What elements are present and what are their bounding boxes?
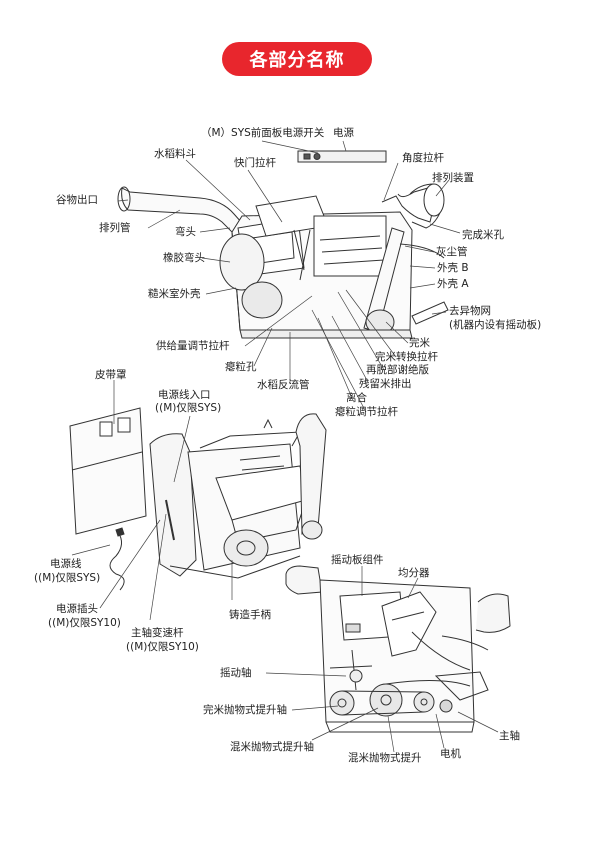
label-power-cord-note: ((M)仅限SYS)	[34, 572, 101, 584]
label-shaker-assembly: 摇动板组件	[331, 554, 384, 566]
label-foreign-net: 去异物网	[449, 305, 491, 317]
label-power-inlet-note: ((M)仅限SYS)	[155, 402, 222, 414]
label-finished-lift-shaft: 完米抛物式提升轴	[203, 704, 287, 716]
label-power-inlet: 电源线入口	[158, 389, 211, 401]
label-main-shaft: 主轴	[499, 730, 520, 742]
label-power-cord: 电源线	[50, 558, 82, 570]
label-elbow: 弯头	[175, 226, 196, 238]
label-shutter: 快门拉杆	[234, 157, 276, 169]
label-dust-pipe: 灰尘管	[436, 246, 468, 258]
label-feed-lever: 供给量调节拉杆	[156, 340, 230, 352]
label-shell-a: 外壳 A	[437, 278, 469, 290]
label-belt-cover: 皮带罩	[95, 369, 127, 381]
label-foreign-net-note: (机器内设有摇动板)	[449, 319, 542, 331]
label-finished-hole: 完成米孔	[462, 229, 504, 241]
label-m-switch: （M）SYS前面板电源开关	[201, 127, 325, 139]
label-bran-cover: 糙米室外壳	[148, 288, 201, 300]
label-residual: 残留米排出	[359, 378, 412, 390]
label-shell-b: 外壳 B	[437, 262, 469, 274]
label-power: 电源	[333, 127, 354, 139]
label-grain-outlet: 谷物出口	[56, 194, 98, 206]
label-angle-lever: 角度拉杆	[402, 152, 444, 164]
label-plug: 电源插头	[56, 603, 98, 615]
label-finished-rice: 完米	[409, 337, 430, 349]
label-rubber-elbow: 橡胶弯头	[163, 252, 205, 264]
label-bump-lever: 瘪粒调节拉杆	[335, 406, 398, 418]
label-motor: 电机	[440, 748, 461, 760]
label-clutch: 离合	[346, 392, 367, 404]
label-shaft-lever: 主轴变速杆	[131, 627, 184, 639]
label-distributor: 均分器	[398, 567, 430, 579]
label-discharge-pipe: 排列管	[99, 222, 131, 234]
label-switch-lever: 完米转换拉杆	[375, 351, 438, 363]
label-return-pipe: 水稻反流管	[257, 379, 310, 391]
label-shaker-shaft: 摇动轴	[220, 667, 252, 679]
label-cast-handle: 铸造手柄	[229, 609, 271, 621]
label-hopper: 水稻料斗	[154, 148, 196, 160]
label-mixed-lift-shaft: 混米抛物式提升轴	[230, 741, 314, 753]
label-plug-note: ((M)仅限SY10)	[48, 617, 121, 629]
label-mixed-lift: 混米抛物式提升	[348, 752, 422, 764]
label-dehull-plate: 再脱部谢绝版	[366, 364, 429, 376]
label-bump-hole: 瘪粒孔	[225, 361, 257, 373]
label-discharge-device: 排列装置	[432, 172, 474, 184]
label-shaft-lever-note: ((M)仅限SY10)	[126, 641, 199, 653]
page-title: 各部分名称	[222, 42, 372, 76]
